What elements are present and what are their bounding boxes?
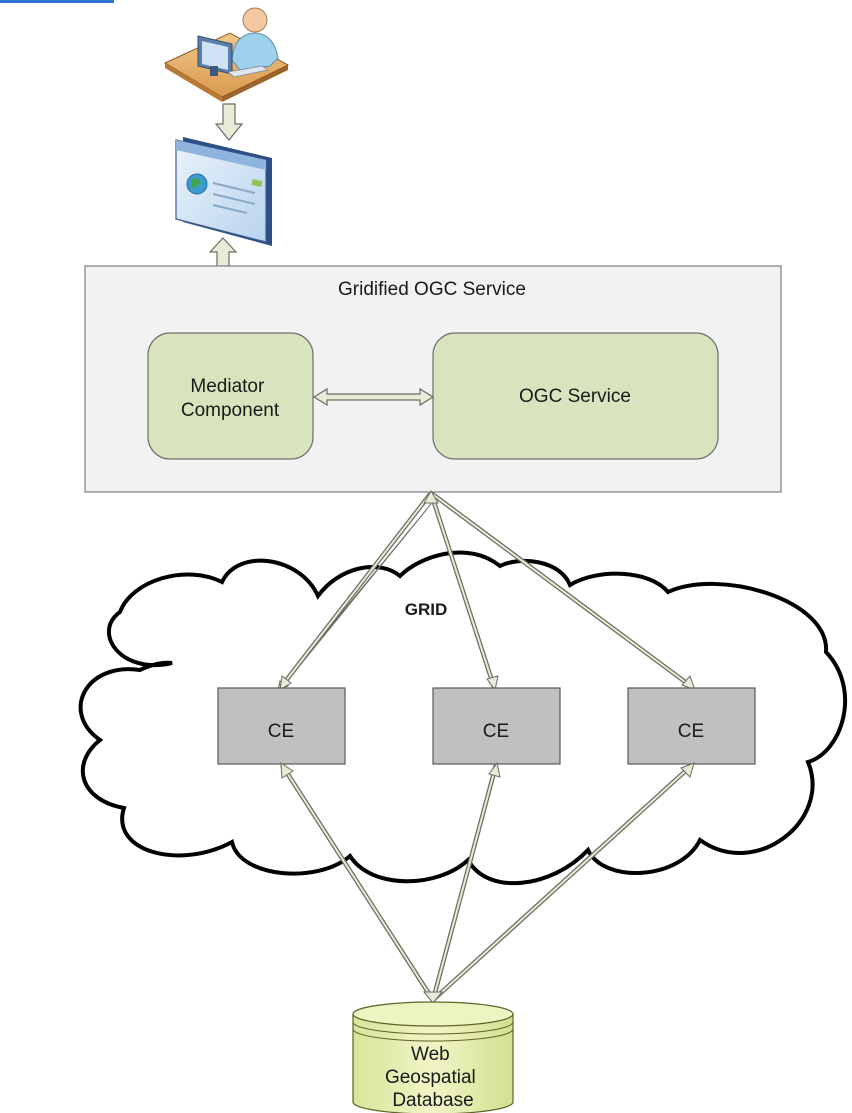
web-browser-window-icon xyxy=(175,137,272,246)
mediator-ogc-arrow xyxy=(312,387,435,407)
user-to-browser-arrow xyxy=(214,103,244,141)
container-ce2-line-inner xyxy=(430,492,495,688)
ogc-service-label: OGC Service xyxy=(519,386,631,407)
web-geospatial-database xyxy=(352,1001,514,1113)
ce-node-1 xyxy=(217,687,346,765)
database-label-line2: Geospatial xyxy=(385,1067,476,1088)
ce-node-1-label: CE xyxy=(268,721,294,742)
ce2-db-line-inner xyxy=(432,764,497,1001)
mediator-component-box xyxy=(147,332,314,460)
ce3-bottom-arrowhead xyxy=(680,762,695,778)
top-left-accent-bar xyxy=(0,0,114,3)
ce1-db-line-inner xyxy=(281,764,434,1001)
mediator-label: Mediator Component xyxy=(181,376,280,421)
ce-node-3-label: CE xyxy=(678,721,704,742)
grid-label: GRID xyxy=(405,600,448,619)
ce1-bottom-arrowhead xyxy=(280,762,294,779)
user-at-desk-icon xyxy=(163,7,290,102)
ce-node-2 xyxy=(432,687,561,765)
ce1-top-arrowhead xyxy=(279,675,292,692)
database-label-line3: Database xyxy=(392,1090,473,1111)
mediator-label-line2: Component xyxy=(181,400,280,421)
database-label-line1: Web xyxy=(411,1044,450,1065)
ce-to-database-arrows xyxy=(280,761,695,1004)
ce-node-3 xyxy=(627,687,756,765)
container-title: Gridified OGC Service xyxy=(338,279,526,300)
database-label: Web Geospatial Database xyxy=(385,1044,481,1111)
ce3-db-line-inner xyxy=(432,764,693,1001)
ogc-service-box xyxy=(432,332,719,460)
container-ce1-line-inner xyxy=(280,492,432,688)
container-to-ce-arrows xyxy=(277,490,696,692)
database-top-arrowhead xyxy=(422,991,444,1004)
ce2-top-arrowhead xyxy=(486,675,499,692)
ce-node-2-label: CE xyxy=(483,721,509,742)
container-ce3-line-inner xyxy=(430,492,693,688)
mediator-label-line1: Mediator xyxy=(190,376,265,397)
ce2-bottom-arrowhead xyxy=(488,761,501,778)
container-bottom-arrowhead xyxy=(423,490,439,504)
